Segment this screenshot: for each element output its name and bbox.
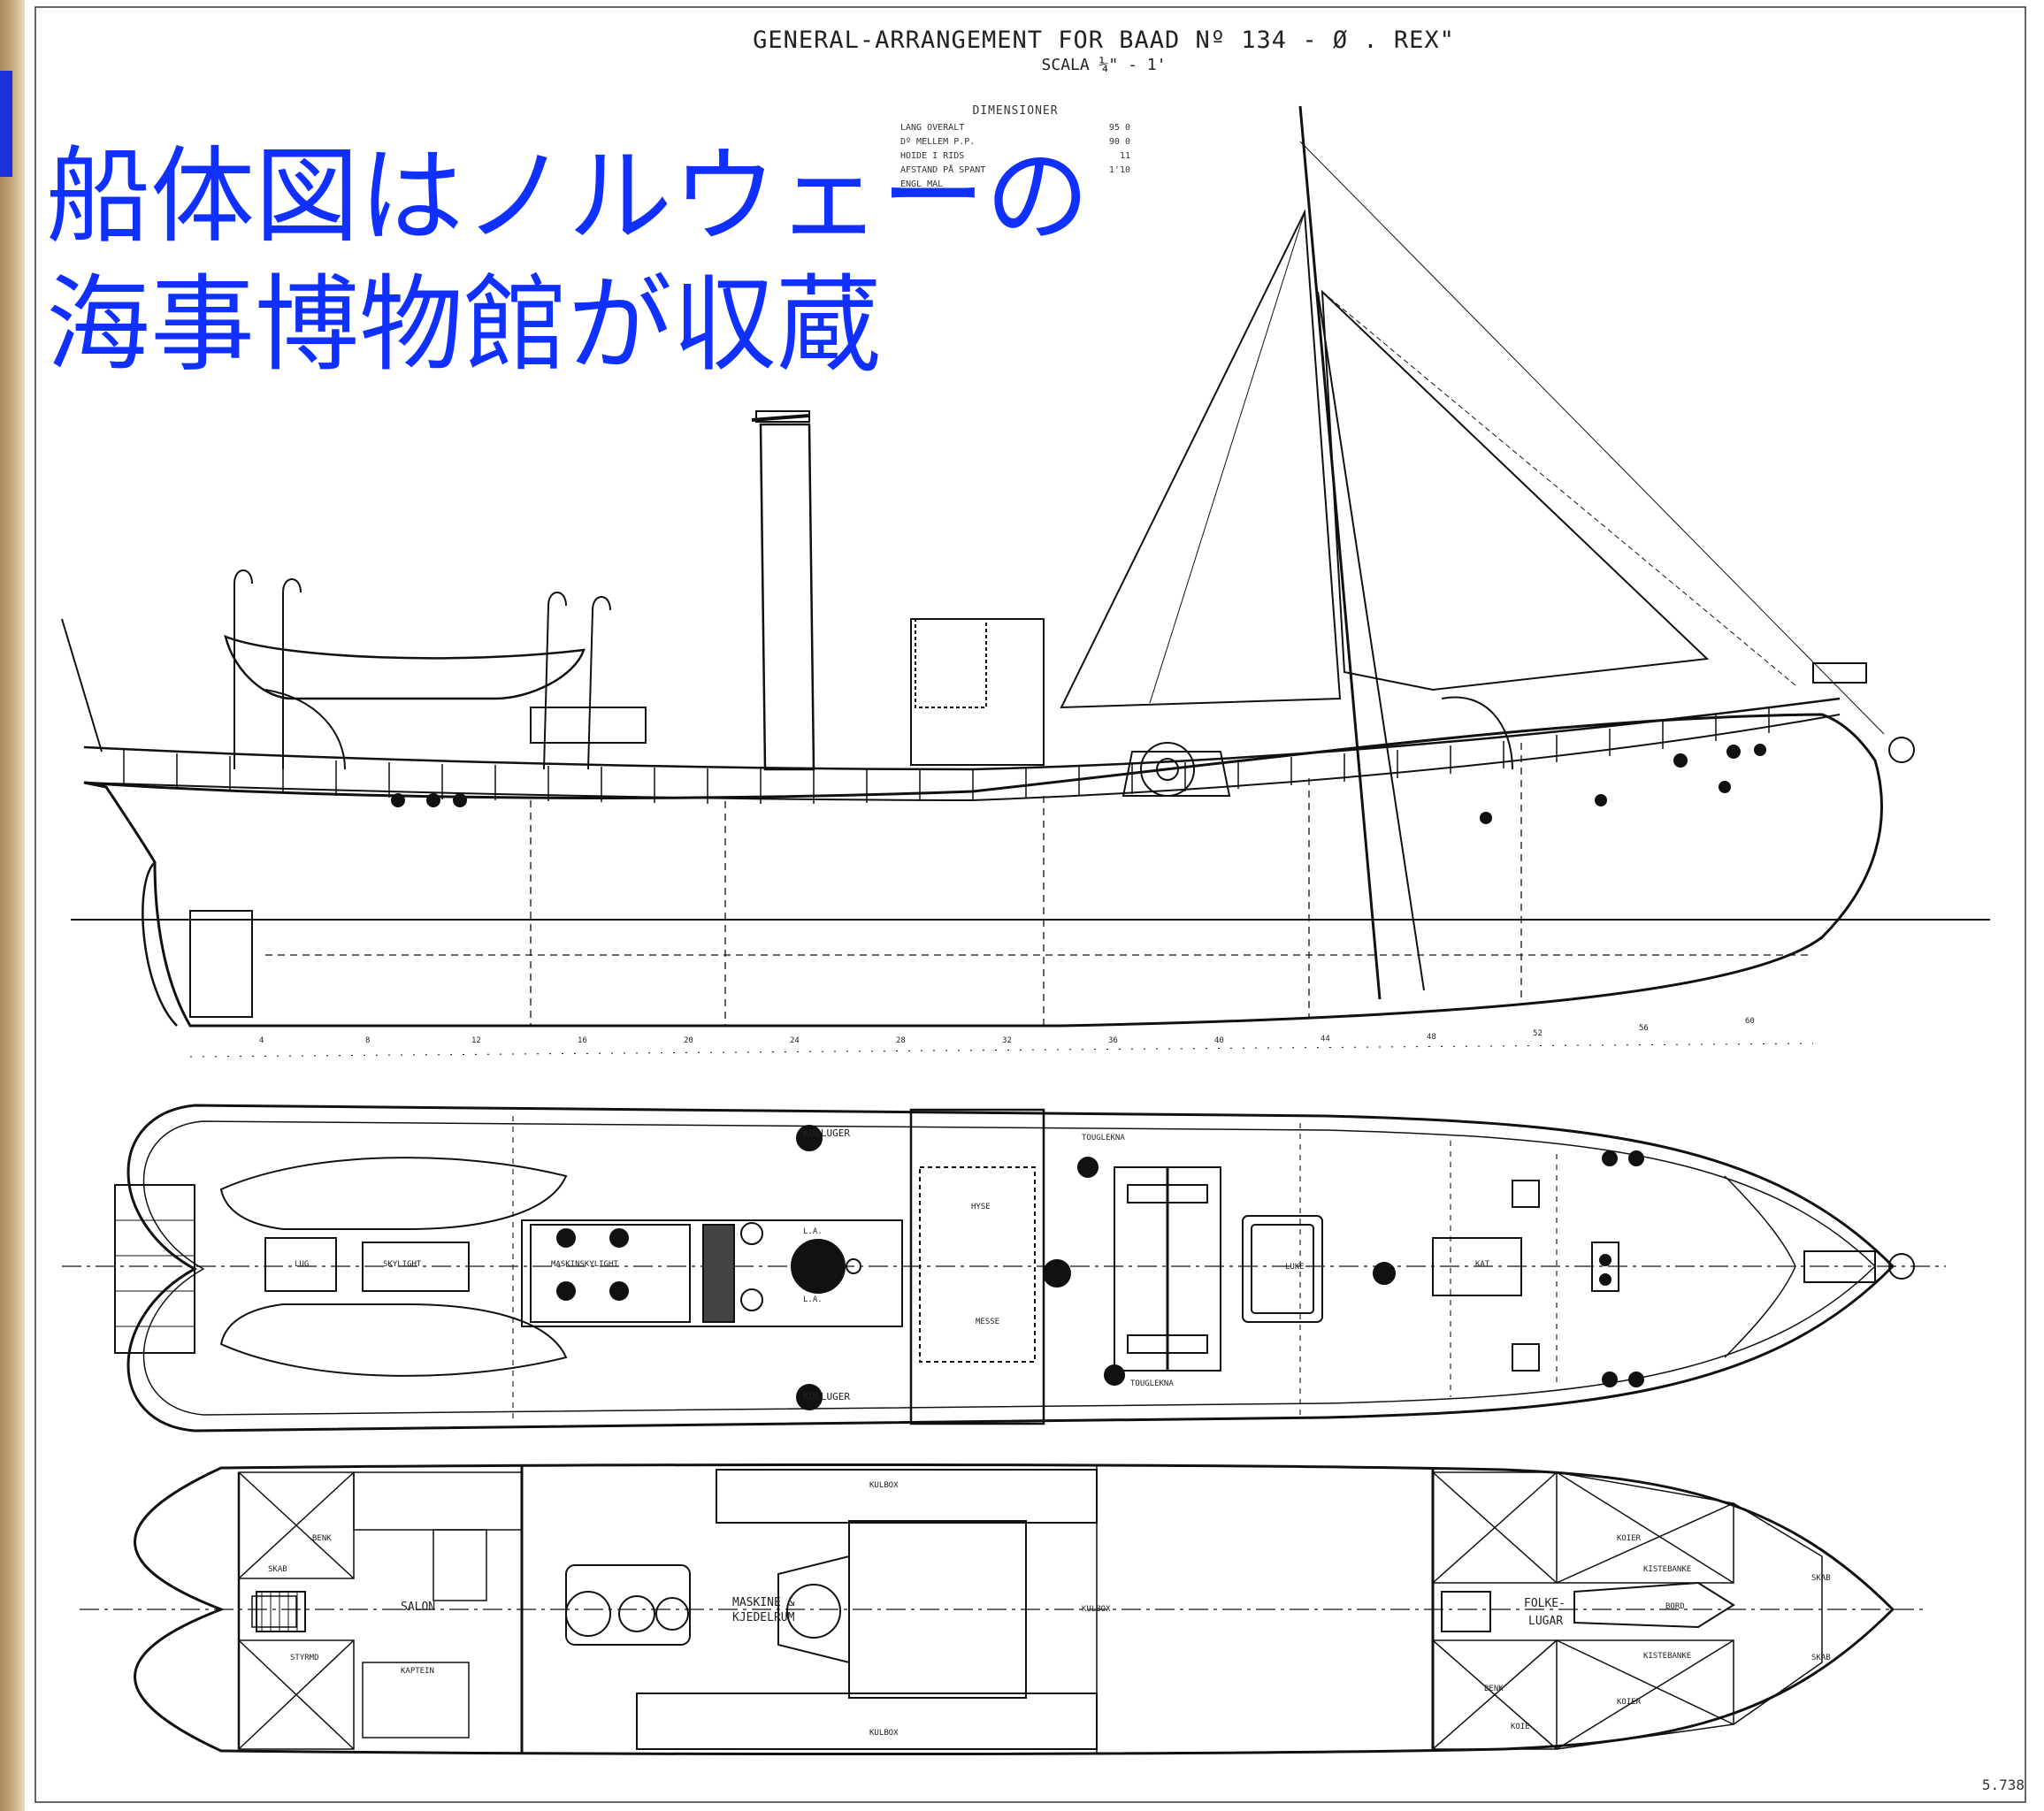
hold-label-skab: SKAB <box>1811 1654 1831 1662</box>
hold-plan <box>80 1463 1928 1756</box>
sheet-number: 5.738 <box>1981 1777 2025 1793</box>
hold-label-skab: SKAB <box>268 1565 287 1574</box>
hold-label-maskine: MASKINE & <box>732 1596 795 1609</box>
side-elevation <box>61 105 1990 1058</box>
deck-label-touglekna-top: TOUGLEKNA <box>1082 1134 1125 1142</box>
hold-label-bord: BORD <box>1665 1602 1685 1611</box>
hold-label-benk: BENK <box>312 1534 332 1543</box>
dimension-label: LANG OVERALT <box>900 123 965 133</box>
frame-number: 40 <box>1214 1036 1224 1045</box>
dimension-value: 1'10 <box>1108 165 1130 175</box>
frame-number: 44 <box>1321 1035 1330 1043</box>
deck-label-maskinskylight: MASKINSKYLIGHT <box>551 1260 618 1269</box>
frame-number: 32 <box>1002 1036 1012 1045</box>
deck-label-messe: MESSE <box>976 1318 1000 1326</box>
deck-label-la-top: L.A. <box>803 1227 823 1236</box>
deck-label-luke: LUKE <box>1285 1263 1305 1272</box>
hold-label-kjedelrum: KJEDELRUM <box>732 1611 795 1624</box>
hold-label-kistebanke-bottom: KISTEBANKE <box>1643 1652 1692 1661</box>
deck-label-kat-fwd: KAT <box>1475 1260 1490 1269</box>
dimension-label: HOIDE I RIDS <box>900 151 965 161</box>
title-block: GENERAL-ARRANGEMENT FOR BAAD Nº 134 - Ø … <box>750 27 1458 74</box>
hold-label-folkelugar: FOLKE- <box>1524 1597 1566 1610</box>
frame-number: 56 <box>1639 1024 1649 1033</box>
dimension-value: 11 <box>1119 151 1130 161</box>
frame-number: 4 <box>259 1036 264 1045</box>
hold-label-salon: SALON <box>401 1601 436 1614</box>
hold-label-kistebanke-top: KISTEBANKE <box>1643 1565 1692 1574</box>
frame-number: 12 <box>471 1036 481 1045</box>
hold-label-lugar: LUGAR <box>1528 1615 1564 1628</box>
dimension-label: ENGL MAL <box>900 180 944 189</box>
dimensions-heading: DIMENSIONER <box>972 104 1059 118</box>
hold-label-koier-top: KOIER <box>1617 1534 1642 1543</box>
scan-edge-strip <box>0 0 25 1811</box>
hold-label-koie: KOIE <box>1511 1723 1530 1731</box>
deck-label-kulluger-bottom: KULLUGER <box>803 1391 850 1402</box>
dimensions-table: DIMENSIONER LANG OVERALT 95 0 Dº MELLEM … <box>900 104 1130 192</box>
drawing-sheet: GENERAL-ARRANGEMENT FOR BAAD Nº 134 - Ø … <box>25 0 2044 1811</box>
hold-label-kulbox-top: KULBOX <box>869 1481 899 1490</box>
frame-number: 48 <box>1427 1033 1436 1042</box>
caption-overlay: 船体図はノルウェーの 海事博物館が収蔵 <box>46 133 1090 389</box>
hold-label-skab: SKAB <box>1811 1574 1831 1583</box>
dimension-label: AFSTAND PÅ SPANT <box>900 165 986 175</box>
deck-label-lug-aft: LUG <box>295 1260 310 1269</box>
frame-number: 36 <box>1108 1036 1118 1045</box>
drawing-scale: SCALA ¼" - 1' <box>1041 56 1167 74</box>
dimension-row: AFSTAND PÅ SPANT 1'10 <box>900 164 1130 178</box>
frame-number: 52 <box>1533 1029 1543 1038</box>
frame-number: 24 <box>790 1036 800 1045</box>
dimension-row: HOIDE I RIDS 11 <box>900 149 1130 164</box>
frame-number: 60 <box>1745 1017 1755 1026</box>
hold-label-kaptein: KAPTEIN <box>401 1667 434 1676</box>
deck-label-touglekna-bottom: TOUGLEKNA <box>1130 1379 1174 1388</box>
frame-number: 28 <box>896 1036 906 1045</box>
general-arrangement-drawing <box>34 6 2026 1803</box>
frame-number: 8 <box>365 1036 371 1045</box>
hold-label-benk: BENK <box>1484 1685 1504 1693</box>
caption-line-1: 船体図はノルウェーの <box>46 135 1091 257</box>
drawing-title: GENERAL-ARRANGEMENT FOR BAAD Nº 134 - Ø … <box>753 27 1455 54</box>
hold-label-koier-bottom: KOIER <box>1617 1698 1642 1707</box>
deck-plan <box>62 1104 1946 1433</box>
hold-label-kulbox-bottom: KULBOX <box>869 1729 899 1738</box>
caption-line-2: 海事博物館が収蔵 <box>46 264 882 386</box>
dimension-row: Dº MELLEM P.P. 90 0 <box>900 135 1130 149</box>
hold-label-kulbox-mid: KULBOX <box>1082 1605 1111 1614</box>
deck-label-la-bottom: L.A. <box>803 1295 823 1304</box>
frame-number: 20 <box>684 1036 693 1045</box>
dimension-row: LANG OVERALT 95 0 <box>900 121 1130 135</box>
dimension-label: Dº MELLEM P.P. <box>900 137 976 147</box>
deck-label-hyse: HYSE <box>971 1203 991 1211</box>
dimension-row: ENGL MAL <box>900 178 1130 192</box>
deck-label-skylight: SKYLIGHT <box>383 1260 422 1269</box>
hold-label-styrmand: STYRMD <box>290 1654 319 1662</box>
dimension-value: 90 0 <box>1108 137 1130 147</box>
edge-accent-tab <box>0 71 12 177</box>
frame-number: 16 <box>578 1036 587 1045</box>
dimension-value: 95 0 <box>1108 123 1130 133</box>
deck-label-kulluger-top: KULLUGER <box>803 1127 850 1139</box>
